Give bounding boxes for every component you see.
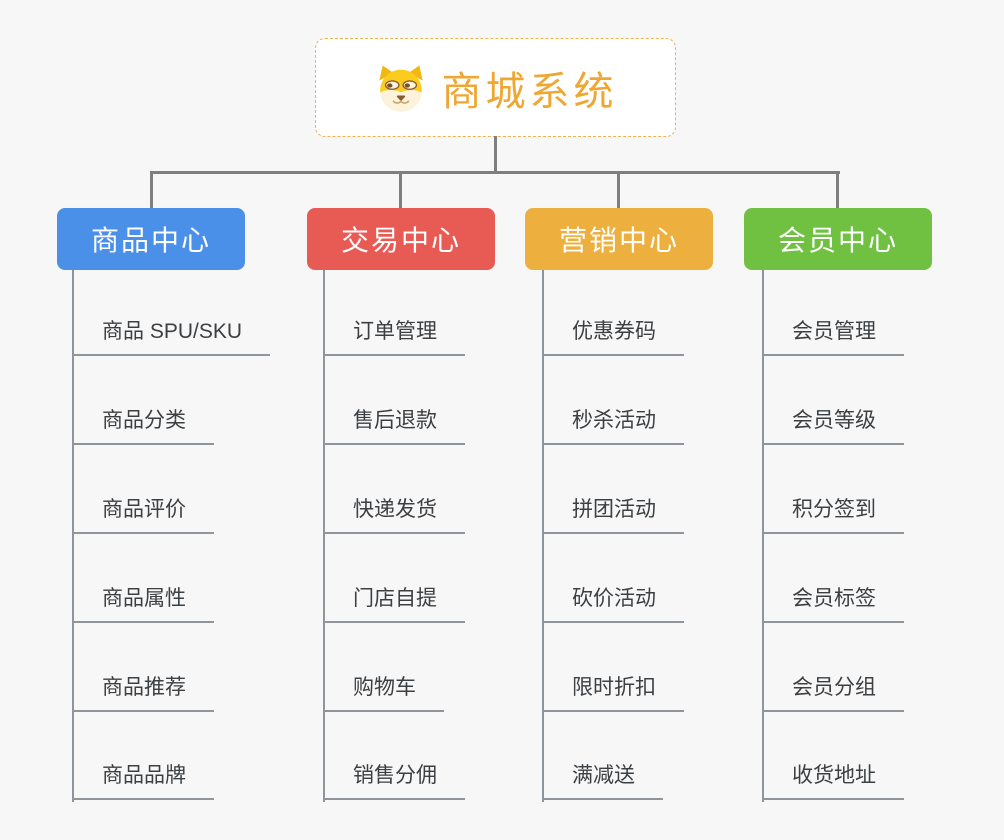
leaf-node[interactable]: 门店自提 [323,569,465,623]
leaf-node[interactable]: 售后退款 [323,391,465,445]
connector-drop-branch-3 [617,171,620,209]
leaf-node[interactable]: 拼团活动 [542,480,684,534]
leaf-node[interactable]: 商品推荐 [72,658,214,712]
leaf-node[interactable]: 商品分类 [72,391,214,445]
connector-root-drop [494,136,497,173]
connector-drop-branch-2 [399,171,402,209]
leaf-node[interactable]: 快递发货 [323,480,465,534]
connector-trunk-branch-2 [323,270,325,802]
leaf-node[interactable]: 砍价活动 [542,569,684,623]
leaf-node[interactable]: 商品 SPU/SKU [72,302,271,356]
branch-node-member-center[interactable]: 会员中心 [744,208,932,270]
connector-trunk-branch-4 [762,270,764,802]
branch-node-trade-center[interactable]: 交易中心 [307,208,495,270]
leaf-node[interactable]: 订单管理 [323,302,465,356]
leaf-node[interactable]: 会员分组 [762,658,904,712]
leaf-node[interactable]: 商品品牌 [72,746,214,800]
leaf-node[interactable]: 商品属性 [72,569,214,623]
leaf-node[interactable]: 满减送 [542,746,663,800]
dog-face-icon [378,65,423,111]
branch-node-product-center[interactable]: 商品中心 [57,208,245,270]
leaf-node[interactable]: 限时折扣 [542,658,684,712]
connector-drop-branch-1 [150,171,153,209]
connector-trunk-branch-1 [72,270,74,802]
root-title: 商城系统 [441,69,618,114]
root-node-mall-system[interactable]: 商城系统 [315,38,676,137]
leaf-node[interactable]: 收货地址 [762,746,904,800]
leaf-node[interactable]: 会员标签 [762,569,904,623]
connector-spine [150,171,840,174]
leaf-node[interactable]: 秒杀活动 [542,391,684,445]
leaf-node[interactable]: 商品评价 [72,480,214,534]
branch-node-marketing-center[interactable]: 营销中心 [525,208,713,270]
leaf-node[interactable]: 销售分佣 [323,746,465,800]
leaf-node[interactable]: 购物车 [323,658,444,712]
connector-trunk-branch-3 [542,270,544,802]
leaf-node[interactable]: 会员管理 [762,302,904,356]
leaf-node[interactable]: 会员等级 [762,391,904,445]
leaf-node[interactable]: 优惠券码 [542,302,684,356]
leaf-node[interactable]: 积分签到 [762,480,904,534]
connector-drop-branch-4 [836,171,839,209]
